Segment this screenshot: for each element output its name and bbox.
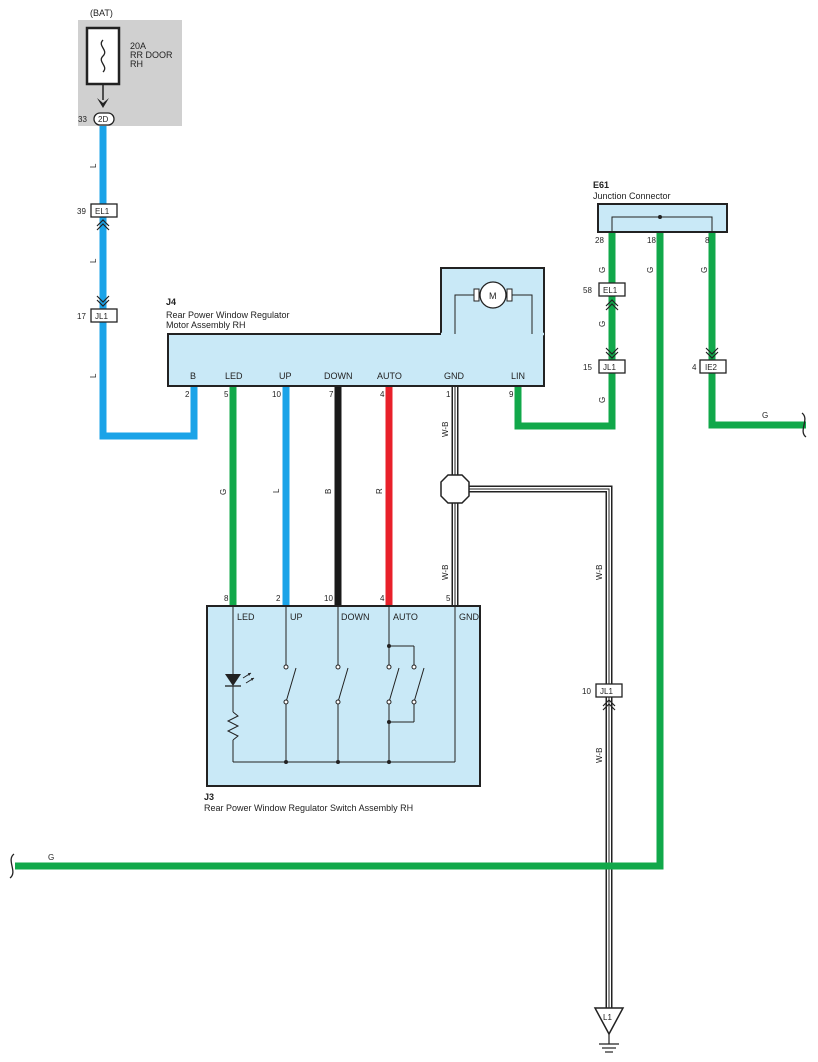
ground-icon <box>593 1007 625 1036</box>
switch-pin-up: 2 <box>276 594 281 603</box>
led-icon <box>225 674 241 686</box>
wire-label-wb-3: W-B <box>595 565 604 580</box>
motor-terminal-led: LED <box>225 371 243 381</box>
splice-point <box>440 474 470 504</box>
switch-contacts <box>283 664 417 705</box>
motor-terminal-up: UP <box>279 371 292 381</box>
switch-terminal-auto: AUTO <box>393 612 418 622</box>
connector-el1-top: EL1 39 <box>77 203 118 231</box>
wire-g-bus <box>15 232 664 870</box>
junction-connector: E61 Junction Connector 28 18 8 <box>593 180 728 245</box>
wire-label-g-led: G <box>219 489 228 495</box>
wire-label-l-2: L <box>89 258 98 263</box>
connector-el1-right: EL1 58 <box>583 282 626 311</box>
wire-label-b-down: B <box>324 489 333 494</box>
connector-jl1-top-name: JL1 <box>95 312 108 321</box>
motor-pin-led: 5 <box>224 390 229 399</box>
switch-name: Rear Power Window Regulator Switch Assem… <box>204 803 413 813</box>
switch-junction-dots <box>284 644 391 764</box>
fuse-name-line2: RH <box>130 59 143 69</box>
connector-jl1-top: JL1 17 <box>77 295 118 323</box>
connector-el1-top-pin: 39 <box>77 207 86 216</box>
motor-name-line1: Rear Power Window Regulator <box>166 310 290 320</box>
junction-pin-28: 28 <box>595 236 604 245</box>
motor-id: J4 <box>166 297 176 307</box>
motor-terminal-lin: LIN <box>511 371 525 381</box>
motor-terminal-b: B <box>190 371 196 381</box>
connector-ie2-name: IE2 <box>705 363 718 372</box>
junction-pin-8: 8 <box>705 236 710 245</box>
wire-label-l-3: L <box>89 373 98 378</box>
wire-label-wb-2: W-B <box>441 565 450 580</box>
ground-point: L1 <box>593 1007 625 1053</box>
junction-id: E61 <box>593 180 609 190</box>
connector-jl1-right: JL1 15 <box>583 347 626 374</box>
junction-pin-18: 18 <box>647 236 656 245</box>
connector-ie2: IE2 4 <box>692 347 727 374</box>
wire-color-labels: L L L G L B R W-B W-B W-B W-B G G G G G … <box>48 163 768 862</box>
wire-label-wb-4: W-B <box>595 748 604 763</box>
connector-el1-top-name: EL1 <box>95 207 110 216</box>
junction-name: Junction Connector <box>593 191 671 201</box>
switch-pin-gnd: 5 <box>446 594 451 603</box>
wire-label-g-18: G <box>646 267 655 273</box>
wire-label-wb-1: W-B <box>441 422 450 437</box>
switch-terminal-led: LED <box>237 612 255 622</box>
wire-label-g-8: G <box>700 267 709 273</box>
switch-assembly: LED UP DOWN AUTO GND 8 2 10 4 5 <box>204 594 481 813</box>
wire-label-l-up: L <box>272 488 281 493</box>
wire-g-ie2 <box>708 232 806 429</box>
switch-terminal-gnd: GND <box>459 612 480 622</box>
fuse-block: (BAT) 20A RR DOOR RH <box>78 8 182 126</box>
motor-name-line2: Motor Assembly RH <box>166 320 246 330</box>
connector-2d: 2D 33 <box>78 112 115 126</box>
connector-ie2-pin: 4 <box>692 363 697 372</box>
motor-symbol: M <box>489 291 497 301</box>
connector-2d-pin: 33 <box>78 115 87 124</box>
connector-el1-right-name: EL1 <box>603 286 618 295</box>
wire-break-left <box>9 853 15 879</box>
connector-jl1-lower-name: JL1 <box>600 687 613 696</box>
switch-terminal-up: UP <box>290 612 303 622</box>
connector-el1-right-pin: 58 <box>583 286 592 295</box>
motor-pin-lin: 9 <box>509 390 514 399</box>
wire-g-lin <box>514 232 616 430</box>
motor-pin-b: 2 <box>185 390 190 399</box>
fuse-rating: 20A <box>130 41 146 51</box>
motor-pin-down: 7 <box>329 390 334 399</box>
motor-pin-auto: 4 <box>380 390 385 399</box>
connector-jl1-lower-pin: 10 <box>582 687 591 696</box>
ground-name: L1 <box>603 1013 612 1022</box>
fuse-name-line1: RR DOOR <box>130 50 173 60</box>
motor-terminal-down: DOWN <box>324 371 353 381</box>
switch-pin-down: 10 <box>324 594 333 603</box>
motor-pin-up: 10 <box>272 390 281 399</box>
connector-jl1-lower: JL1 10 <box>582 683 623 711</box>
switch-pin-led: 8 <box>224 594 229 603</box>
connector-jl1-right-name: JL1 <box>603 363 616 372</box>
fuse-supply-label: (BAT) <box>90 8 113 18</box>
wire-label-g-jl1: G <box>598 397 607 403</box>
connector-jl1-top-pin: 17 <box>77 312 86 321</box>
wire-label-l-1: L <box>89 163 98 168</box>
wire-break-right <box>801 412 807 438</box>
switch-terminal-down: DOWN <box>341 612 370 622</box>
motor-terminal-gnd: GND <box>444 371 465 381</box>
motor-assembly: M J4 Rear Power Window Regulator Motor A… <box>166 267 545 399</box>
wire-label-g-bus: G <box>48 853 54 862</box>
motor-terminal-auto: AUTO <box>377 371 402 381</box>
motor-icon <box>479 281 507 309</box>
wire-label-g-el1: G <box>598 321 607 327</box>
wire-l-battery <box>99 126 198 440</box>
switch-pin-auto: 4 <box>380 594 385 603</box>
switch-id: J3 <box>204 792 214 802</box>
wire-label-r-auto: R <box>375 488 384 494</box>
connector-jl1-right-pin: 15 <box>583 363 592 372</box>
wire-label-g-28: G <box>598 267 607 273</box>
connector-2d-name: 2D <box>98 115 108 124</box>
wire-label-g-right: G <box>762 411 768 420</box>
motor-pin-gnd: 1 <box>446 390 451 399</box>
